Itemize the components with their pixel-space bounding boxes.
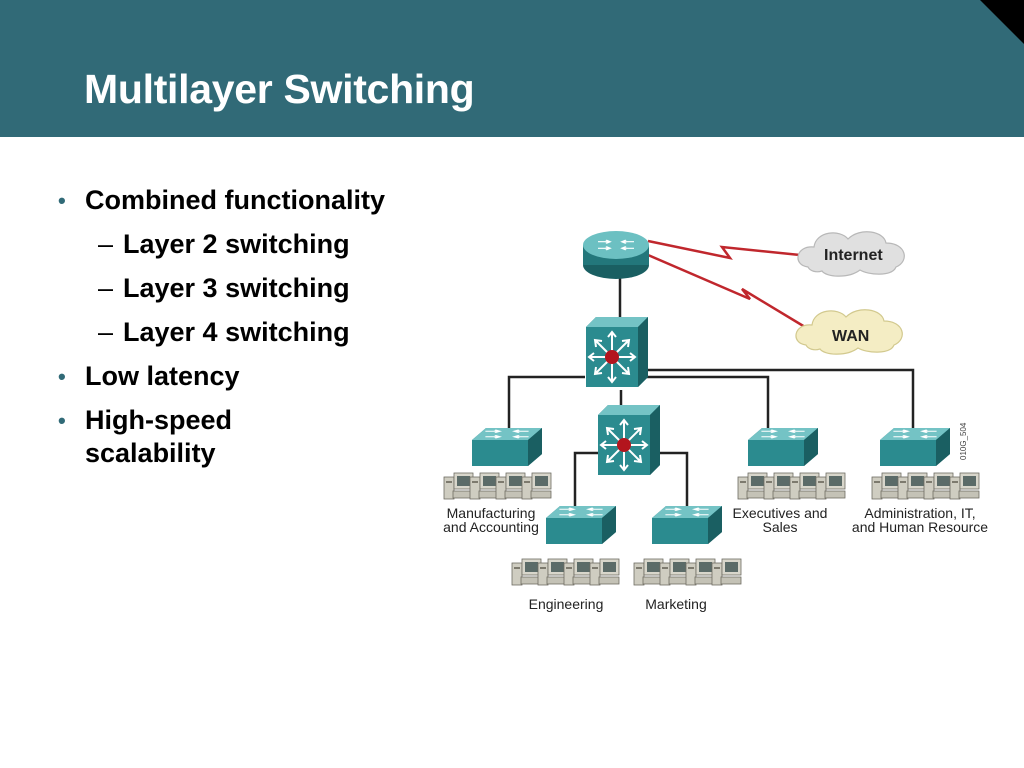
- bullet-item: • High-speed scalability: [58, 404, 285, 470]
- label-admin-line1: Administration, IT,: [864, 505, 975, 521]
- slide-header: Multilayer Switching: [0, 0, 1024, 137]
- bullet-item: • Combined functionality: [58, 184, 418, 217]
- router-icon: [583, 231, 649, 279]
- label-executives-line1: Executives and: [733, 505, 828, 521]
- switch-engineering-icon: [546, 506, 616, 544]
- wan-link: [647, 253, 806, 329]
- label-admin-line2: and Human Resource: [852, 519, 988, 535]
- bullet-marker: •: [58, 408, 66, 433]
- label-marketing: Marketing: [645, 596, 706, 612]
- label-engineering: Engineering: [529, 596, 604, 612]
- dash-marker: –: [98, 229, 114, 259]
- bullet-item: • Low latency: [58, 360, 418, 393]
- switch-admin-icon: [880, 428, 950, 466]
- figure-code: 010G_504: [959, 422, 968, 460]
- backbone-lines: [507, 273, 915, 506]
- dash-marker: –: [98, 273, 114, 303]
- internet-cloud-icon: Internet: [797, 231, 905, 277]
- bullet-list: •Combined functionality –Layer 2 switchi…: [58, 184, 418, 481]
- bullet-text: High-speed scalability: [85, 405, 233, 468]
- bullet-text: Low latency: [85, 361, 240, 391]
- dash-marker: –: [98, 317, 114, 347]
- bullet-text: Combined functionality: [85, 185, 385, 215]
- sub-bullet-text: Layer 3 switching: [123, 273, 350, 303]
- internet-link: [647, 239, 801, 260]
- wan-label: WAN: [832, 328, 869, 345]
- label-executives-line2: Sales: [762, 519, 797, 535]
- bullet-marker: •: [58, 188, 66, 213]
- network-diagram: Internet WAN Manufacturing and Accountin…: [443, 231, 988, 612]
- wan-cloud-icon: WAN: [795, 309, 903, 355]
- workstation-group-engineering-icon: [512, 559, 619, 585]
- label-manufacturing-line2: and Accounting: [443, 519, 539, 535]
- sub-bullet-item: –Layer 2 switching: [58, 228, 418, 261]
- workstation-group-manufacturing-icon: [444, 473, 551, 499]
- internet-label: Internet: [824, 247, 883, 264]
- workstation-group-marketing-icon: [634, 559, 741, 585]
- sub-bullet-item: –Layer 4 switching: [58, 316, 418, 349]
- sub-bullet-text: Layer 2 switching: [123, 229, 350, 259]
- switch-manufacturing-icon: [472, 428, 542, 466]
- corner-triangle: [980, 0, 1024, 44]
- distribution-multilayer-switch-icon: [597, 404, 661, 476]
- label-manufacturing-line1: Manufacturing: [447, 505, 536, 521]
- sub-bullet-item: –Layer 3 switching: [58, 272, 418, 305]
- core-multilayer-switch-icon: [585, 316, 649, 388]
- switch-marketing-icon: [652, 506, 722, 544]
- switch-executives-icon: [748, 428, 818, 466]
- workstation-group-admin-icon: [872, 473, 979, 499]
- slide-title: Multilayer Switching: [84, 66, 475, 112]
- bullet-marker: •: [58, 364, 66, 389]
- sub-bullet-text: Layer 4 switching: [123, 317, 350, 347]
- workstation-group-executives-icon: [738, 473, 845, 499]
